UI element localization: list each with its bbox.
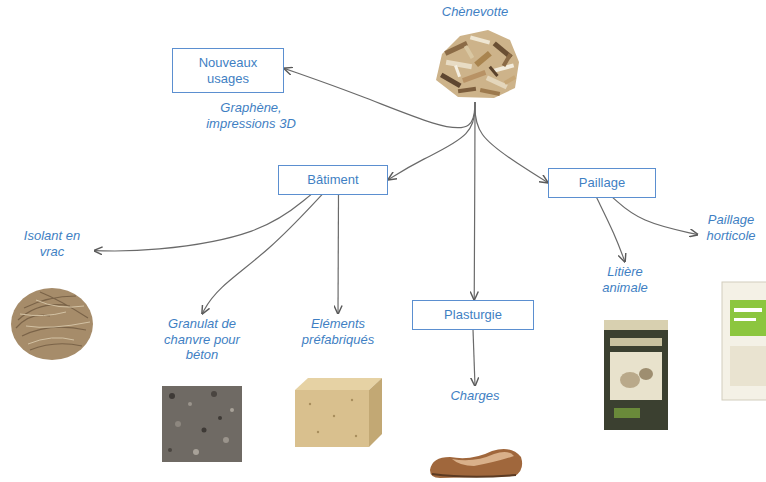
- product-item: Charges: [420, 386, 530, 480]
- loose-insulation-photo: [11, 288, 93, 360]
- product-item: Chènevotte: [420, 2, 530, 102]
- node-label: Nouveaux usages: [183, 55, 273, 86]
- bag-picture: [730, 346, 766, 386]
- product-item: Paillage horticole: [698, 210, 764, 400]
- bag-top: [604, 320, 668, 330]
- shiv: [464, 45, 474, 59]
- node-label: Isolant en vrac: [12, 228, 92, 259]
- bag: [604, 320, 668, 430]
- bag-logo: [614, 408, 640, 418]
- category-box: Bâtiment: [278, 165, 388, 195]
- shiv: [444, 41, 468, 56]
- grain: [223, 437, 229, 443]
- node-label: Granulat de chanvre pour béton: [154, 316, 250, 363]
- arrow-connector: [613, 198, 698, 235]
- node-label: Charges: [422, 388, 528, 404]
- category-box: Paillage: [548, 168, 656, 198]
- product-item: Isolant en vrac: [10, 226, 94, 371]
- arrow-connector: [388, 102, 475, 180]
- hemp-concrete-photo: [162, 386, 242, 462]
- product-item: Litière animale: [588, 262, 662, 432]
- shiv: [458, 87, 476, 93]
- arrow-connector: [473, 330, 475, 386]
- node-label: Eléments préfabriqués: [295, 316, 381, 347]
- fiber-strands-light: [20, 300, 90, 344]
- hemp-brick-photo: [295, 378, 382, 447]
- bag-animal: [620, 372, 640, 388]
- shiv: [480, 88, 500, 96]
- brick-front: [295, 390, 369, 447]
- bag-band: [610, 338, 662, 346]
- bag-label-line: [734, 308, 762, 312]
- grain: [193, 449, 199, 455]
- shoe-sole: [432, 474, 516, 477]
- arrow-connector: [474, 102, 476, 300]
- grain: [169, 393, 175, 399]
- arrow-connector: [202, 195, 322, 314]
- mulch-bag-photo: [722, 282, 766, 400]
- shoe-body: [430, 449, 522, 478]
- category-box: Plasturgie: [412, 300, 534, 330]
- bag-picture: [610, 352, 662, 400]
- shoe-opening: [452, 452, 514, 466]
- node-label: Bâtiment: [289, 172, 377, 188]
- shiv: [454, 65, 461, 77]
- node-label: Paillage: [559, 175, 645, 191]
- bag: [722, 282, 766, 400]
- grain: [202, 428, 207, 433]
- node-label: Plasturgie: [423, 307, 523, 323]
- arrow-connector: [337, 195, 339, 314]
- shiv-pile: [436, 30, 519, 98]
- shiv: [470, 35, 490, 44]
- litter-bag-photo: [604, 320, 668, 430]
- brick-texture: [355, 435, 357, 437]
- brick-texture: [351, 399, 353, 401]
- fiber-strands: [16, 292, 88, 350]
- shiv: [489, 66, 499, 77]
- arrow-connector: [475, 102, 548, 183]
- grain: [188, 402, 192, 406]
- node-label: Litière animale: [590, 264, 660, 295]
- arrow-connector: [94, 195, 311, 251]
- brick-texture: [317, 431, 319, 433]
- category-box: Nouveaux usagesGraphène, impressions 3D: [172, 48, 284, 93]
- grain: [175, 421, 181, 427]
- node-label: Paillage horticole: [700, 212, 762, 243]
- bag-animal: [639, 368, 653, 380]
- product-item: Eléments préfabriqués: [293, 314, 383, 449]
- arrow-connector: [597, 198, 625, 262]
- product-item: Granulat de chanvre pour béton: [152, 314, 252, 464]
- concrete-surface: [162, 386, 242, 462]
- node-label: Chènevotte: [422, 4, 528, 20]
- bag-label-line: [734, 318, 756, 321]
- brick-texture: [309, 403, 311, 405]
- shiv: [446, 60, 472, 69]
- grain: [211, 391, 217, 397]
- arrow-connector: [284, 68, 475, 127]
- connectors: [94, 68, 698, 386]
- shiv: [462, 70, 486, 83]
- hemp-shiv-photo: [436, 30, 519, 98]
- grain: [230, 408, 234, 412]
- shiv: [474, 51, 492, 67]
- shiv: [502, 53, 512, 67]
- fiber-heap: [11, 288, 93, 360]
- brick-texture: [333, 415, 335, 417]
- brick-side: [369, 378, 382, 447]
- shiv: [504, 75, 516, 84]
- bag-label: [730, 300, 766, 336]
- ballet-flat-photo: [430, 449, 522, 478]
- grain: [218, 416, 222, 420]
- node-caption: Graphène, impressions 3D: [199, 100, 303, 131]
- grain: [168, 448, 172, 452]
- brick-top: [295, 378, 382, 390]
